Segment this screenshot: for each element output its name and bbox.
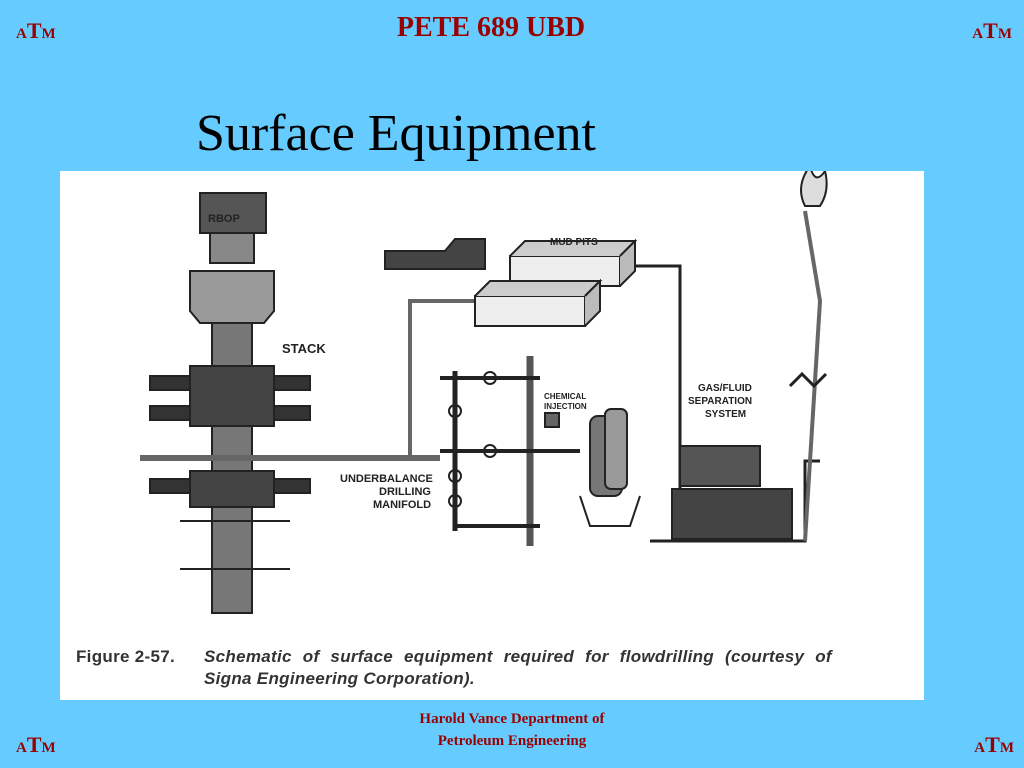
rbop-unit xyxy=(199,192,267,234)
label-stack: STACK xyxy=(282,341,326,356)
flare-line xyxy=(803,210,823,542)
footer-line-1: Harold Vance Department of xyxy=(419,711,605,727)
annular-preventer xyxy=(189,270,275,324)
atm-logo-top-left: ATM xyxy=(16,18,56,43)
gas-fluid-separation-system xyxy=(679,445,761,487)
label-separation: SEPARATION xyxy=(688,396,752,407)
course-title: PETE 689 UBD xyxy=(396,12,586,43)
caption-line-1: Schematic of surface equipment required … xyxy=(204,647,832,666)
figure-number: Figure 2-57. xyxy=(76,647,176,666)
label-manifold-1: UNDERBALANCE xyxy=(340,473,433,485)
footer-line-2: Petroleum Engineering xyxy=(437,733,587,749)
mud-pit-2 xyxy=(474,295,586,327)
mud-return-line xyxy=(408,299,480,458)
schematic-figure: RBOP STACK MUD PITS CHEMICAL INJECTION G… xyxy=(60,171,924,700)
footer-department: Harold Vance Department of Petroleum Eng… xyxy=(0,708,1024,752)
chemical-injection-unit xyxy=(544,412,560,428)
flare-flame xyxy=(800,171,828,207)
underbalance-manifold xyxy=(440,356,580,546)
pit-return-line xyxy=(635,264,682,491)
label-system: SYSTEM xyxy=(705,409,746,420)
label-gas-fluid: GAS/FLUID xyxy=(698,383,752,394)
caption-line-2: Signa Engineering Corporation). xyxy=(204,669,475,688)
label-mud-pits: MUD PITS xyxy=(550,237,598,248)
slide-title: Surface Equipment xyxy=(196,105,596,162)
label-manifold-3: MANIFOLD xyxy=(373,499,431,511)
figure-caption: Figure 2-57. Schematic of surface equipme… xyxy=(76,647,832,667)
label-rbop: RBOP xyxy=(208,213,240,225)
atm-logo-top-right: ATM xyxy=(972,18,1012,43)
mud-pump xyxy=(384,238,486,270)
label-injection: INJECTION xyxy=(544,402,587,411)
atm-logo-bottom-right: ATM xyxy=(974,732,1014,757)
schematic-drawing: RBOP STACK MUD PITS CHEMICAL INJECTION G… xyxy=(140,171,828,614)
label-manifold-2: DRILLING xyxy=(379,486,431,498)
atm-logo-bottom-left: ATM xyxy=(16,732,56,757)
label-chemical: CHEMICAL xyxy=(544,392,586,401)
